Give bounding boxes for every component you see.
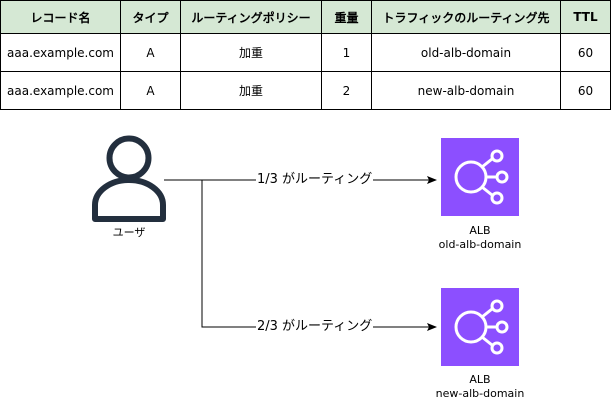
cell-ttl: 60 [560, 33, 611, 72]
alb-domain: old-alb-domain [438, 238, 522, 251]
cell-record-name: aaa.example.com [0, 71, 121, 110]
user-icon [91, 135, 167, 222]
user-label: ユーザ [112, 226, 146, 239]
alb-label-old: ALB old-alb-domain [420, 224, 540, 252]
routing-table: レコード名 タイプ ルーティングポリシー 重量 トラフィックのルーティング先 T… [0, 0, 611, 110]
header-ttl: TTL [560, 0, 611, 34]
cell-type: A [120, 71, 181, 110]
cell-route-target: old-alb-domain [371, 33, 561, 72]
alb-icon [441, 138, 519, 216]
alb-icon [441, 288, 519, 366]
alb-name: ALB [469, 373, 491, 386]
edge-line-new [201, 180, 437, 331]
edge-label-old: 1/3 がルーティング [256, 172, 374, 188]
cell-ttl: 60 [560, 71, 611, 110]
alb-label-new: ALB new-alb-domain [420, 373, 540, 401]
cell-route-target: new-alb-domain [371, 71, 561, 110]
cell-routing-policy: 加重 [180, 71, 322, 110]
table-row: aaa.example.com A 加重 1 old-alb-domain 60 [0, 33, 611, 72]
cell-record-name: aaa.example.com [0, 33, 121, 72]
table-row: aaa.example.com A 加重 2 new-alb-domain 60 [0, 71, 611, 110]
header-route-target: トラフィックのルーティング先 [371, 0, 561, 34]
alb-domain: new-alb-domain [435, 387, 525, 400]
edge-label-new: 2/3 がルーティング [256, 319, 374, 335]
table-header-row: レコード名 タイプ ルーティングポリシー 重量 トラフィックのルーティング先 T… [0, 0, 611, 34]
header-record-name: レコード名 [0, 0, 121, 34]
alb-name: ALB [469, 224, 491, 237]
